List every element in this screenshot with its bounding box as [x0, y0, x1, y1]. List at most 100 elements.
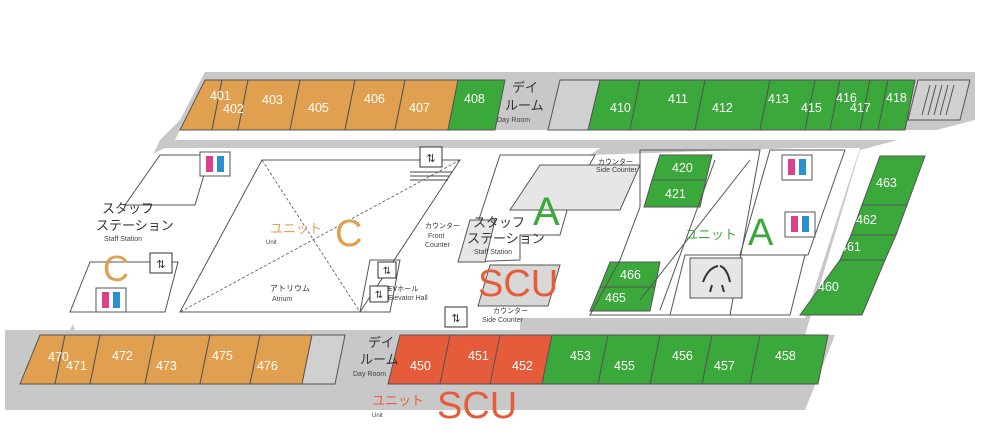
- bottom-unit-a-rooms: [541, 334, 829, 385]
- room-457: 457: [714, 359, 735, 373]
- ev-hall-en: Elevator Hall: [388, 295, 428, 302]
- restroom-room-right-top: [781, 154, 813, 181]
- top-unit-c-rooms: [179, 79, 459, 131]
- unit-scu-label: ユニット Unit SCU: [372, 385, 517, 427]
- svg-text:⇅: ⇅: [156, 258, 165, 271]
- room-415: 415: [801, 101, 822, 115]
- atrium-en: Atrium: [272, 296, 292, 303]
- ev-hall-label: EVホール Elevator Hall: [388, 285, 428, 302]
- top-grey-room: [547, 79, 601, 131]
- room-456: 456: [672, 349, 693, 363]
- scu-rooms: [387, 334, 553, 385]
- corridor-top: [175, 130, 955, 140]
- side-counter-bottom-label: カウンター Side Counter: [482, 306, 528, 324]
- restroom-icon: [788, 159, 806, 175]
- room-421: 421: [665, 187, 686, 201]
- side-counter-top-label: カウンター Side Counter: [596, 157, 638, 174]
- room-411: 411: [668, 92, 688, 106]
- room-460: 460: [818, 280, 839, 294]
- room-403: 403: [262, 93, 283, 107]
- restroom-icon: [206, 156, 224, 172]
- room-413: 413: [768, 92, 789, 106]
- stairs-icon: ⇅: [149, 252, 173, 274]
- front-counter-en2: Counter: [425, 242, 451, 249]
- room-458: 458: [775, 349, 796, 363]
- room-410: 410: [610, 101, 631, 115]
- atrium-label: アトリウム Atrium: [270, 284, 310, 303]
- unit-a-jp: ユニット: [685, 228, 737, 243]
- room-405: 405: [308, 101, 329, 115]
- side-counter-top-jp: カウンター: [598, 157, 633, 166]
- stairs-icon: ⇅: [419, 146, 443, 168]
- room-402: 402: [223, 102, 244, 116]
- room-455: 455: [614, 359, 635, 373]
- room-407: 407: [409, 101, 430, 115]
- shower-room: [689, 257, 743, 299]
- room-417: 417: [850, 101, 871, 115]
- unit-c-letter: C: [335, 213, 362, 255]
- side-counter-top-en: Side Counter: [596, 167, 638, 174]
- unit-a-label: ユニット A: [685, 212, 774, 254]
- room-450: 450: [410, 359, 431, 373]
- room-461: 461: [840, 240, 861, 254]
- restroom-room-left-top: [199, 151, 231, 177]
- atrium-diagonals: [179, 159, 461, 313]
- ev-hall-outline: [359, 259, 401, 313]
- unit-c-jp: ユニット: [270, 222, 322, 237]
- day-room-bottom-jp1: デイ: [368, 335, 394, 351]
- staff-station-center-jp2: ステーション: [467, 232, 545, 247]
- svg-text:⇅: ⇅: [426, 152, 435, 165]
- atrium-jp: アトリウム: [270, 284, 310, 293]
- elevator-icon: ⇅ ⇅: [369, 261, 397, 303]
- staff-station-left-jp1: スタッフ: [102, 202, 154, 217]
- room-406: 406: [364, 92, 385, 106]
- room-452: 452: [512, 359, 533, 373]
- room-465: 465: [605, 291, 626, 305]
- staff-station-left-label: スタッフ ステーション Staff Station C: [96, 202, 174, 289]
- day-room-top-en: Day Room: [497, 117, 530, 124]
- side-counter-top-shape: [509, 164, 641, 211]
- a-core-rooms: [589, 154, 713, 312]
- restroom-icon: [791, 216, 809, 232]
- staff-station-center-letter: A: [533, 190, 560, 234]
- room-401: 401: [210, 89, 231, 103]
- restroom-room-right-mid: [784, 211, 816, 238]
- room-412: 412: [712, 101, 733, 115]
- restroom-icon: [102, 292, 120, 308]
- day-room-bottom-jp2: ルーム: [360, 353, 399, 368]
- room-472: 472: [112, 349, 133, 363]
- day-room-top-jp1: デイ: [512, 80, 538, 96]
- unit-scu-en: Unit: [372, 413, 383, 419]
- stairs-icon: [410, 171, 452, 181]
- side-counter-bottom-shape: [477, 264, 561, 307]
- staff-station-left-en: Staff Station: [104, 236, 142, 243]
- side-counter-bottom-en: Side Counter: [482, 317, 524, 324]
- front-counter-en1: Front: [428, 233, 444, 240]
- bottom-grey-room: [301, 334, 346, 385]
- day-room-bottom-label: デイ ルーム Day Room: [353, 335, 399, 378]
- right-column-rooms: [799, 155, 926, 316]
- room-462: 462: [856, 213, 877, 227]
- room-463: 463: [876, 176, 897, 190]
- room-451: 451: [468, 349, 489, 363]
- top-stairs: [907, 79, 971, 121]
- unit-c-en: Unit: [266, 240, 277, 246]
- staff-station-center-en: Staff Station: [474, 249, 512, 256]
- room-420: 420: [672, 161, 693, 175]
- stairs-icon: ⇅: [444, 306, 468, 328]
- svg-text:⇅: ⇅: [451, 312, 460, 325]
- day-room-top-jp2: ルーム: [505, 99, 544, 114]
- unit-a-letter: A: [748, 212, 774, 254]
- room-408: 408: [464, 92, 485, 106]
- bottom-unit-c-rooms: [19, 334, 313, 385]
- unit-c-label: ユニット Unit C: [266, 213, 362, 255]
- side-counter-bottom-jp: カウンター: [493, 306, 528, 315]
- left-station-outline: [124, 154, 211, 206]
- unit-scu-letter: SCU: [437, 385, 517, 427]
- shower-icon: [702, 265, 731, 293]
- room-471: 471: [66, 359, 87, 373]
- room-470: 470: [48, 350, 69, 364]
- room-453: 453: [570, 349, 591, 363]
- front-counter-label: カウンター Front Counter: [425, 221, 460, 249]
